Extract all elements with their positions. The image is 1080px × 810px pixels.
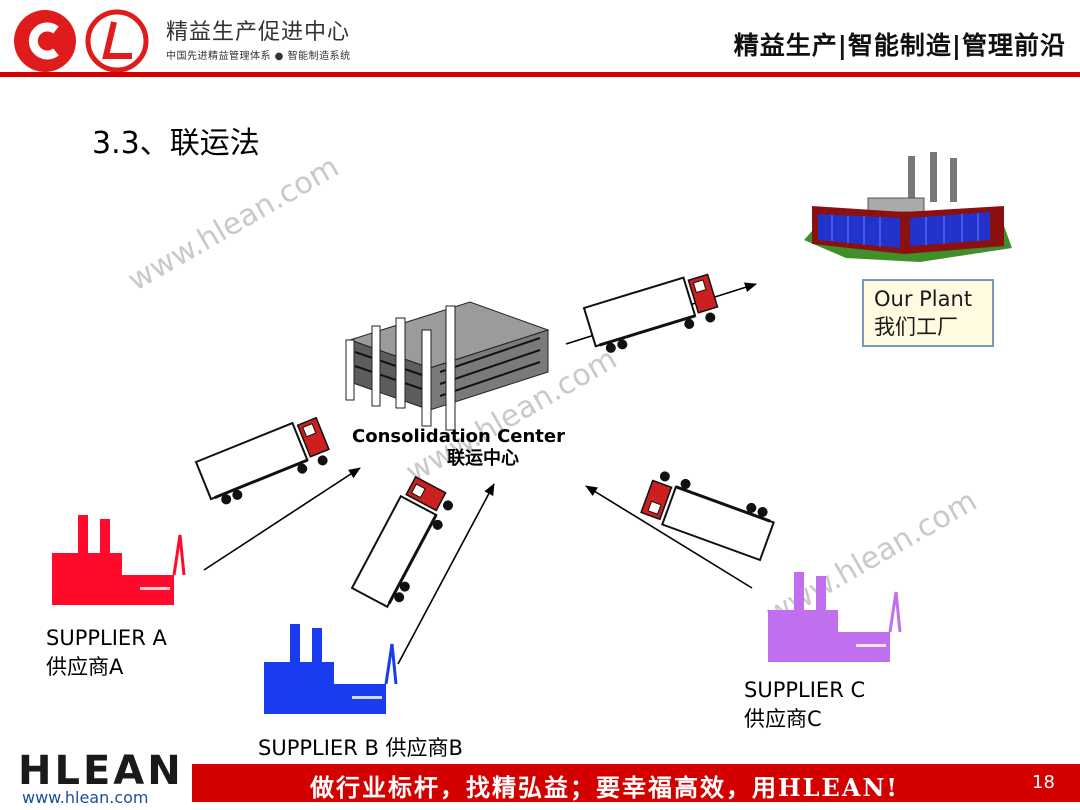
consolidation-center-en: Consolidation Center xyxy=(352,426,565,447)
supplier-a-factory-icon xyxy=(52,515,186,605)
page-number: 18 xyxy=(1032,772,1055,793)
brand-name: 精益生产促进中心 xyxy=(166,20,351,45)
truck-icon xyxy=(194,412,336,511)
footer-logo: HLEAN xyxy=(18,748,184,794)
brand-subtitle: 中国先进精益管理体系 ● 智能制造系统 xyxy=(166,51,351,62)
truck-icon xyxy=(350,473,459,614)
supplier-c-factory-icon xyxy=(768,572,902,662)
truck-icon xyxy=(582,269,723,359)
our-plant-zh: 我们工厂 xyxy=(874,315,958,339)
consolidation-center-building xyxy=(345,301,550,431)
header-slogan: 精益生产|智能制造|管理前沿 xyxy=(733,31,1066,60)
consolidation-center-zh: 联运中心 xyxy=(447,448,519,469)
our-plant-icon xyxy=(804,152,1012,262)
slide-header: 精益生产促进中心 中国先进精益管理体系 ● 智能制造系统 精益生产|智能制造|管… xyxy=(0,0,1080,78)
our-plant-en: Our Plant xyxy=(874,287,973,311)
brand-logo-l xyxy=(85,9,149,73)
truck-icon xyxy=(638,466,779,562)
our-plant-label: Our Plant 我们工厂 xyxy=(862,279,994,347)
footer-url[interactable]: www.hlean.com xyxy=(22,788,149,807)
supplier-b-label: SUPPLIER B 供应商B xyxy=(258,736,463,760)
supplier-a-label: SUPPLIER A 供应商A xyxy=(46,624,167,682)
supplier-c-zh: 供应商C xyxy=(744,707,822,731)
supplier-c-en: SUPPLIER C xyxy=(744,678,866,702)
arrow-c-to-center xyxy=(585,485,753,589)
consolidation-center-label: Consolidation Center 联运中心 xyxy=(352,426,582,470)
brand-logo-c xyxy=(14,10,76,72)
supplier-a-zh: 供应商A xyxy=(46,655,124,679)
footer-band xyxy=(192,764,1080,802)
arrow-b-to-center xyxy=(397,483,495,665)
supplier-c-label: SUPPLIER C 供应商C xyxy=(744,676,865,734)
header-divider xyxy=(0,72,1080,77)
footer-slogan: 做行业标杆，找精弘益；要幸福高效，用HLEAN! xyxy=(310,773,899,802)
supplier-b-factory-icon xyxy=(264,624,398,714)
arrow-a-to-center xyxy=(203,467,361,571)
supplier-a-en: SUPPLIER A xyxy=(46,626,167,650)
slide-title: 3.3、联运法 xyxy=(92,126,260,161)
